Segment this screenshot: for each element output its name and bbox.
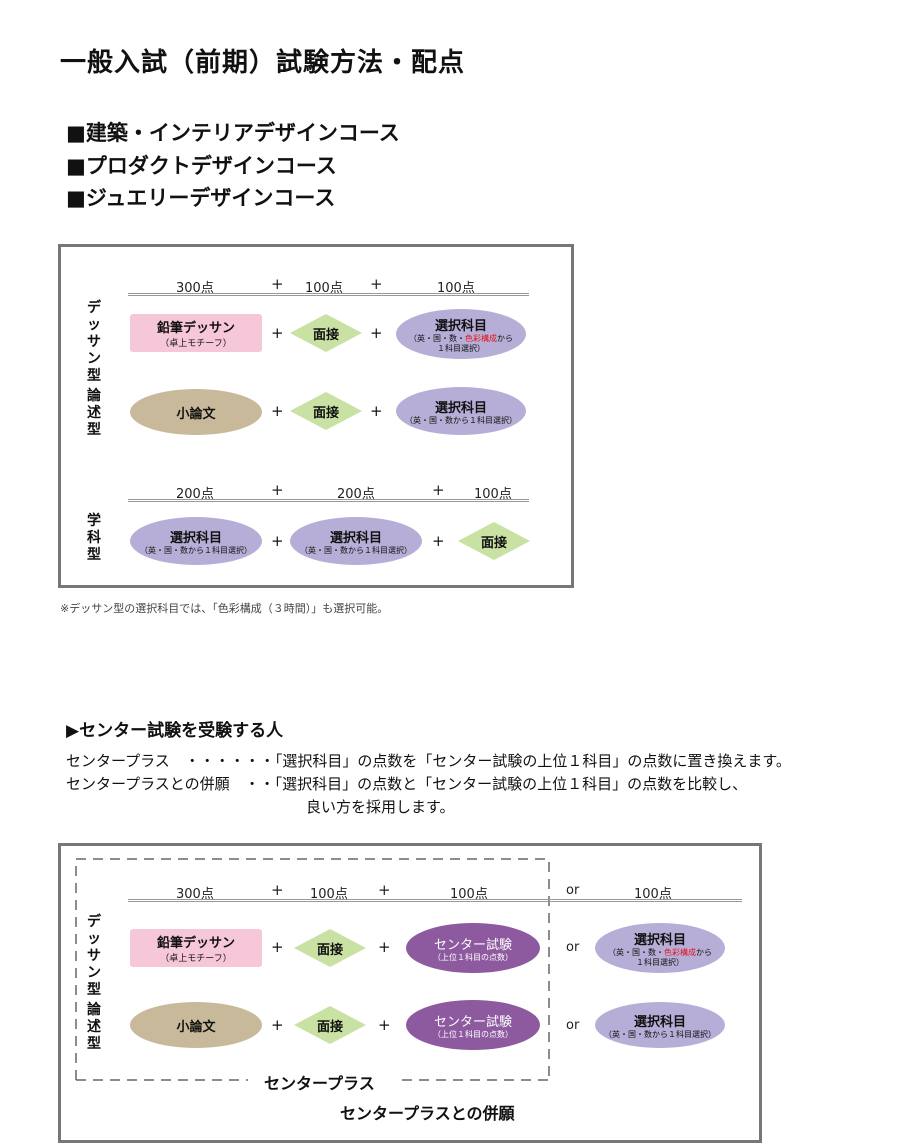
score-100: 100点 [634, 887, 672, 902]
essay-label: 小論文 [176, 406, 216, 422]
divider [128, 293, 529, 296]
combined-line-cont: 良い方を採用します。 [306, 798, 455, 816]
plus-sign: + [271, 481, 284, 499]
type-label-academic: 学科型 [87, 513, 101, 563]
plus-sign: + [370, 324, 383, 342]
interview-label: 面接 [316, 942, 343, 958]
elective-sub: （英・国・数から１科目選択） [604, 1029, 716, 1039]
interview-diamond: 面接 [290, 392, 362, 430]
score-100: 100点 [474, 487, 512, 502]
plus-sign: + [370, 402, 383, 420]
course-jewelry: ■ジュエリーデザインコース [66, 186, 336, 210]
elective-oval: 選択科目 （英・国・数から１科目選択） [130, 517, 262, 565]
center-exam-label: センター試験 [433, 1014, 512, 1030]
elective-sub: （英・国・数から１科目選択） [405, 415, 517, 425]
interview-label: 面接 [312, 327, 339, 343]
plus-sign: + [271, 532, 284, 550]
interview-label: 面接 [316, 1019, 343, 1035]
score-300: 300点 [176, 887, 214, 902]
score-200: 200点 [337, 487, 375, 502]
center-exam-sub: （上位１科目の点数） [433, 1029, 513, 1039]
interview-label: 面接 [312, 405, 339, 421]
score-100: 100点 [310, 887, 348, 902]
plus-sign: + [271, 881, 284, 899]
type-label-dessin: デッサン型 [87, 914, 101, 998]
elective-label: 選択科目 [329, 530, 382, 546]
score-200: 200点 [176, 487, 214, 502]
plus-sign: + [378, 881, 391, 899]
interview-diamond: 面接 [290, 314, 362, 352]
interview-diamond: 面接 [458, 522, 530, 560]
combined-line: センタープラスとの併願 ・・「選択科目」の点数と「センター試験の上位１科目」の点… [66, 775, 748, 793]
elective-label: 選択科目 [169, 530, 222, 546]
dashed-frame [75, 858, 550, 1081]
interview-diamond: 面接 [294, 929, 366, 967]
or-label: or [566, 883, 580, 898]
type-label-essay: 論述型 [87, 1002, 101, 1052]
score-100: 100点 [437, 281, 475, 296]
elective-label: 選択科目 [434, 318, 487, 334]
divider [128, 899, 742, 902]
plus-sign: + [271, 324, 284, 342]
center-exam-label: センター試験 [433, 937, 512, 953]
center-section-title: ▶センター試験を受験する人 [66, 721, 284, 741]
center-exam-oval: センター試験 （上位１科目の点数） [406, 923, 540, 973]
pencil-dessin-box: 鉛筆デッサン （卓上モチーフ） [130, 929, 262, 967]
elective-oval: 選択科目 （英・国・数から１科目選択） [396, 387, 526, 435]
divider [128, 499, 529, 502]
plus-sign: + [378, 938, 391, 956]
elective-oval: 選択科目 （英・国・数から１科目選択） [290, 517, 422, 565]
pencil-dessin-sub: （卓上モチーフ） [160, 339, 232, 349]
score-300: 300点 [176, 281, 214, 296]
essay-oval: 小論文 [130, 389, 262, 435]
course-architecture: ■建築・インテリアデザインコース [66, 121, 400, 145]
plus-sign: + [271, 938, 284, 956]
pencil-dessin-box: 鉛筆デッサン （卓上モチーフ） [130, 314, 262, 352]
footnote: ※デッサン型の選択科目では、「色彩構成（３時間）」も選択可能。 [60, 602, 389, 615]
center-exam-diagram [58, 843, 762, 1143]
center-exam-sub: （上位１科目の点数） [433, 952, 513, 962]
plus-sign: + [271, 402, 284, 420]
elective-sub: （英・国・数から１科目選択） [140, 545, 252, 555]
center-exam-oval: センター試験 （上位１科目の点数） [406, 1000, 540, 1050]
essay-label: 小論文 [176, 1019, 216, 1035]
plus-sign: + [378, 1016, 391, 1034]
pencil-dessin-label: 鉛筆デッサン [156, 321, 235, 336]
combined-label: センタープラスとの併願 [340, 1104, 515, 1123]
score-100: 100点 [305, 281, 343, 296]
elective-sub: （英・国・数から１科目選択） [300, 545, 412, 555]
center-plus-label: センタープラス [264, 1074, 375, 1093]
plus-sign: + [432, 532, 445, 550]
course-product: ■プロダクトデザインコース [66, 154, 337, 178]
plus-sign: + [271, 275, 284, 293]
pencil-dessin-label: 鉛筆デッサン [156, 936, 235, 951]
elective-oval: 選択科目 （英・国・数から１科目選択） [595, 1002, 725, 1048]
center-plus-line: センタープラス ・・・・・・「選択科目」の点数を「センター試験の上位１科目」の点… [66, 752, 791, 770]
plus-sign: + [370, 275, 383, 293]
elective-label: 選択科目 [434, 400, 487, 416]
or-label: or [566, 1018, 580, 1033]
type-label-dessin: デッサン型 [87, 300, 101, 384]
plus-sign: + [432, 481, 445, 499]
essay-oval: 小論文 [130, 1002, 262, 1048]
page-title: 一般入試（前期）試験方法・配点 [60, 48, 466, 78]
interview-label: 面接 [480, 535, 507, 551]
interview-diamond: 面接 [294, 1006, 366, 1044]
type-label-essay: 論述型 [87, 388, 101, 438]
elective-label: 選択科目 [633, 932, 686, 948]
or-label: or [566, 940, 580, 955]
elective-label: 選択科目 [633, 1014, 686, 1030]
plus-sign: + [271, 1016, 284, 1034]
score-100: 100点 [450, 887, 488, 902]
pencil-dessin-sub: （卓上モチーフ） [160, 954, 232, 964]
